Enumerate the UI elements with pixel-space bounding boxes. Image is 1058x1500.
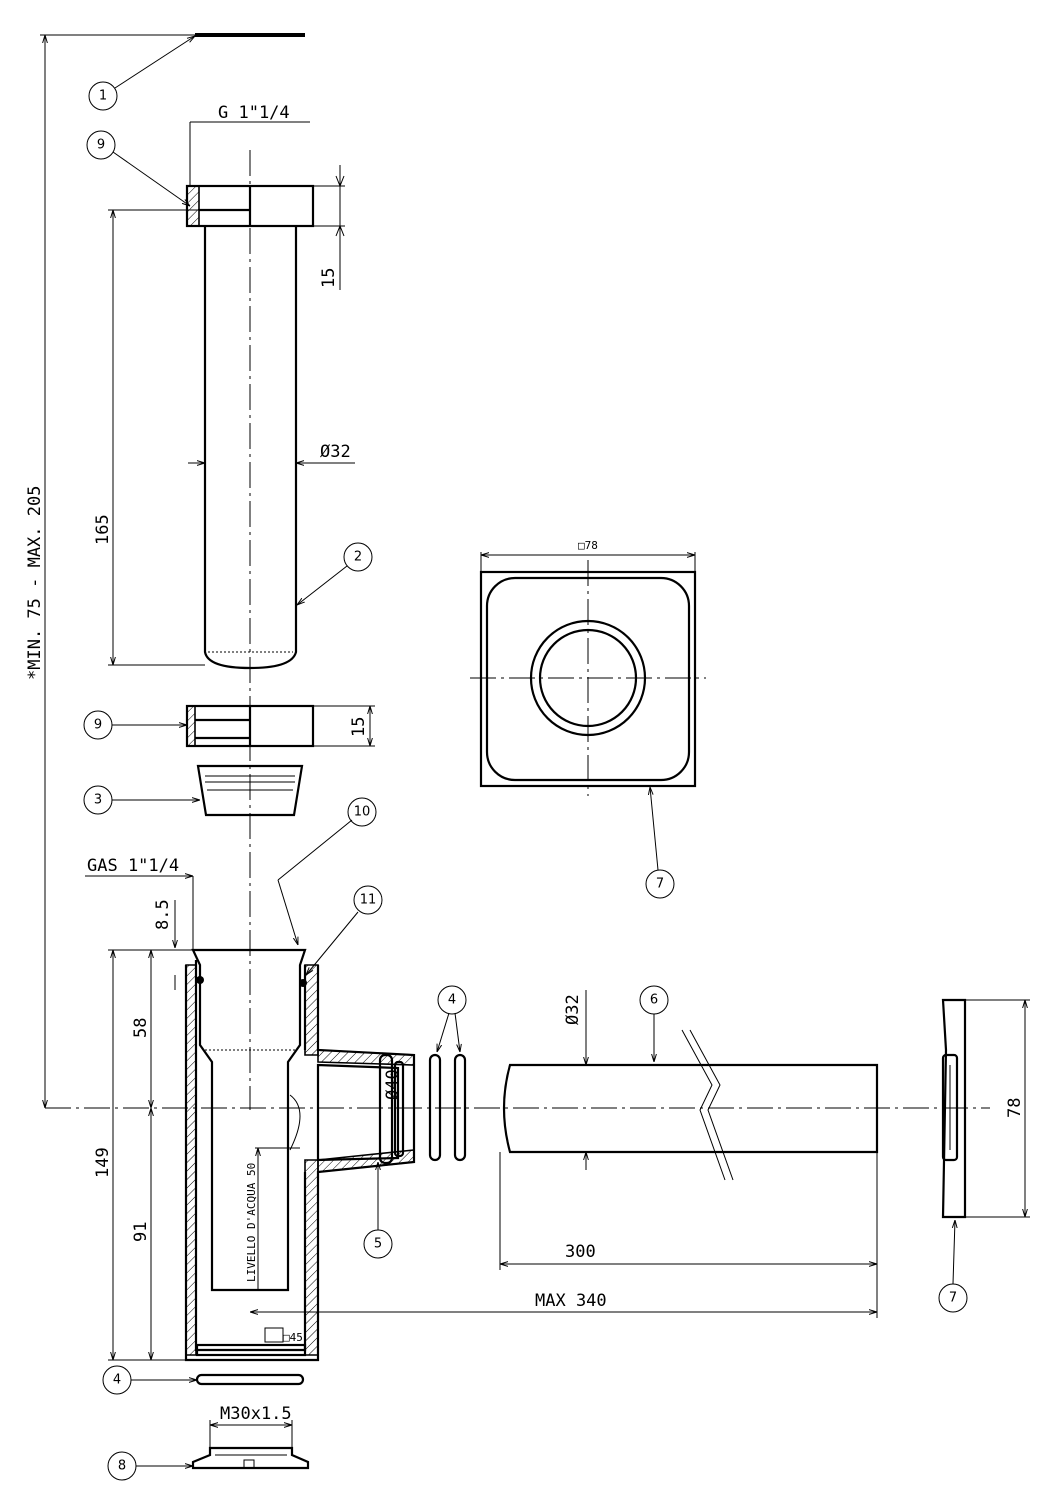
balloon-10: 10: [354, 805, 371, 820]
part-4-orings: 4: [428, 985, 467, 1162]
tube-diameter-label: Ø32: [320, 442, 351, 462]
outlet-diameter-label: Ø32: [563, 994, 583, 1025]
cap-thread-label: M30x1.5: [220, 1404, 292, 1424]
balloon-8: 8: [118, 1459, 126, 1474]
balloon-4-bottom: 4: [113, 1373, 121, 1388]
part-1-disc: 1: [88, 33, 305, 111]
square-plate-label: □78: [578, 539, 598, 552]
total-height-label: 149: [93, 1147, 113, 1178]
balloon-7-top: 7: [656, 877, 664, 892]
bore-label: Ø40: [383, 1069, 403, 1100]
part-2-tube: G 1"1/4 15 165 Ø32 9 2: [86, 103, 373, 1110]
offset-label: 8.5: [153, 899, 173, 930]
overall-dimension: *MIN. 75 - MAX. 205: [25, 34, 305, 1108]
ring-height-label: 15: [349, 717, 369, 737]
water-level-label: LIVELLO D'ACQUA 50: [245, 1163, 258, 1282]
balloon-7-side: 7: [949, 1291, 957, 1306]
part-8-cap: M30x1.5 8: [107, 1404, 310, 1481]
part-6-outlet: Ø32 6 300 MAX 340: [250, 985, 879, 1318]
thread-top-label: G 1"1/4: [218, 103, 290, 123]
outlet-length-label: 300: [565, 1242, 596, 1262]
flange-height-label: 15: [319, 268, 339, 288]
part-7-escutcheon-side: 78 7: [938, 998, 1030, 1313]
upper-height-label: 58: [131, 1018, 151, 1038]
lower-height-label: 91: [131, 1222, 151, 1242]
overall-dim-label: *MIN. 75 - MAX. 205: [25, 486, 45, 680]
part-9-ring: 15 9: [83, 704, 375, 748]
balloon-4-side: 4: [448, 993, 456, 1008]
max-length-label: MAX 340: [535, 1291, 607, 1311]
balloon-5: 5: [374, 1237, 382, 1252]
balloon-6: 6: [650, 993, 658, 1008]
balloon-3: 3: [94, 793, 102, 808]
balloon-2: 2: [354, 550, 362, 565]
tube-length-label: 165: [93, 514, 113, 545]
balloon-11: 11: [360, 893, 377, 908]
part-7-escutcheon-front: □78 7: [470, 539, 706, 899]
part-3-seal: 3: [83, 764, 304, 817]
trap-body: GAS 1"1/4 8.5 □45 Ø40: [85, 797, 416, 1362]
balloon-9-mid: 9: [94, 718, 102, 733]
part-4-bottom-oring: 4: [102, 1365, 305, 1395]
thread-body-label: GAS 1"1/4: [87, 856, 179, 876]
escutcheon-label: 78: [1005, 1098, 1025, 1118]
balloon-9-top: 9: [97, 138, 105, 153]
hex-label: □45: [283, 1331, 303, 1344]
balloon-1: 1: [99, 89, 107, 104]
